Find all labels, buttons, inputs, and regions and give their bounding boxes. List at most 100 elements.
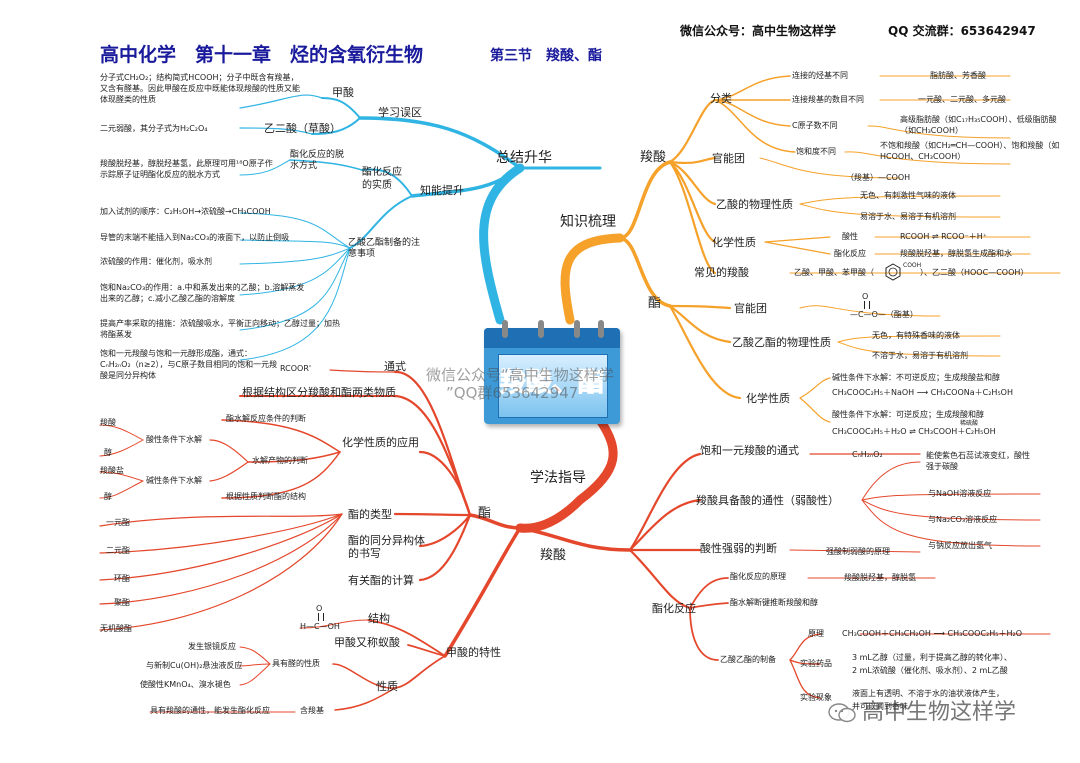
acidic-hydrolysis-label: 酸性条件下水解：可逆反应；生成羧酸和醇 (832, 410, 984, 419)
carboxyl-value: 具有羧酸的通性，能发生酯化反应 (150, 706, 270, 715)
acidity-value: RCOOH ⇌ RCOO⁻＋H⁺ (900, 232, 987, 241)
watermark-line-1: 微信公众号“高中生物这样学 (426, 366, 614, 384)
product-acid: 羧酸 (100, 418, 116, 427)
ability-label: 知能提升 (420, 184, 464, 197)
generality-2: 与NaOH溶液反应 (928, 489, 992, 498)
alkaline-hydrolysis-label: 碱性条件下水解：不可逆反应；生成羧酸盐和醇 (832, 373, 1000, 382)
ester-type-2: 二元酯 (106, 546, 130, 555)
common-acids-value-b: ）、乙二酸（HOOC—COOH） (920, 268, 1029, 277)
saturated-acid-formula-label: 饱和一元羧酸的通式 (700, 444, 799, 457)
alkaline-hydrolysis-eq: CH₃COOC₂H₅＋NaOH ⟶ CH₃COONa＋C₂H₅OH (832, 388, 1013, 397)
acetic-physical-1: 无色、有刺激性气味的液体 (860, 191, 956, 200)
saturated-acid-formula-value: CₙH₂ₙO₂ (852, 450, 883, 459)
prep-note-6: 饱和一元羧酸与饱和一元醇形成酯，通式：CₙH₂ₙO₂（n≥2），与C原子数目相同… (100, 349, 278, 380)
ethyl-acetate-physical-2: 不溶于水，易溶于有机溶剂 (872, 351, 968, 360)
formic-property-label: 性质 (376, 680, 398, 693)
ester-isomers-label: 酯的同分异构体的书写 (348, 534, 425, 560)
branch-methods-label: 学法指导 (530, 470, 586, 486)
benzoic-cooh-label: COOH (903, 262, 922, 269)
distinguish-label: 根据结构区分羧酸和酯两类物质 (242, 386, 396, 399)
hydrolysis-inference-label: 酯水解断键推断羧酸和醇 (730, 598, 818, 607)
page-title: 高中化学 第十一章 烃的含氧衍生物 (100, 44, 424, 66)
formic-acid-note: 分子式CH₂O₂；结构简式HCOOH；分子中既含有羧基，又含有醛基。因此甲酸在反… (100, 73, 300, 104)
prep-principle-label: 原理 (808, 629, 824, 638)
aldehyde-prop-2: 与新制Cu(OH)₂悬浊液反应 (146, 661, 243, 670)
acidic-hydrolysis-eq: CH₃COOC₂H₅＋H₂O ⇌ CH₃COOH＋C₂H₅OH (832, 427, 996, 436)
wechat-label: 微信公众号：高中生物这样学 (680, 24, 837, 38)
watermark-line-2: ”QQ群653642947 (446, 384, 579, 402)
acetic-physical-label: 乙酸的物理性质 (716, 198, 793, 211)
esterification-principle-value: 羧酸脱羟基，醇脱氢 (844, 573, 916, 582)
application-label: 化学性质的应用 (342, 436, 419, 449)
class-1-label: 连接的烃基不同 (792, 71, 848, 80)
class-4-label: 饱和度不同 (796, 147, 836, 156)
ester-type-1: 一元酯 (106, 518, 130, 527)
branch-knowledge-label: 知识梳理 (560, 214, 616, 230)
center-title: 羧酸、酯 (499, 368, 604, 399)
prep-note-5: 提高产率采取的措施：浓硫酸吸水，平衡正向移动；乙醇过量；加热将酯蒸发 (100, 319, 340, 339)
generality-1: 能使紫色石蕊试液变红，酸性强于碳酸 (926, 451, 1030, 471)
general-formula-label: 通式 (384, 360, 406, 373)
hydrolysis-condition-label: 酯水解反应条件的判断 (226, 414, 306, 423)
footer-watermark: 高中生物这样学 (862, 700, 1017, 725)
oxalic-acid-note: 二元弱酸，其分子式为H₂C₂O₄ (100, 124, 208, 133)
ester-type-4: 聚酯 (114, 598, 130, 607)
acidity-label: 酸性 (842, 232, 858, 241)
aldehyde-property-label: 具有醛的性质 (272, 659, 320, 668)
product-alcohol-2: 醇 (104, 492, 112, 501)
ethyl-acetate-physical-label: 乙酸乙酯的物理性质 (732, 336, 831, 349)
ester-calc-label: 有关酯的计算 (348, 574, 414, 587)
class-1-value: 脂肪酸、芳香酸 (930, 71, 986, 80)
qq-group-label: QQ 交流群：653642947 (888, 24, 1036, 38)
prep-phenomenon-value-a: 液面上有透明、不溶于水的油状液体产生， (852, 689, 1004, 698)
acid-esterification-label: 酯化反应 (834, 249, 866, 258)
ester-types-label: 酯的类型 (348, 508, 392, 521)
formic-alias-label: 甲酸又称蚁酸 (334, 636, 400, 649)
formic-structure-label: 结构 (368, 612, 390, 625)
hydrolysis-products-label: 水解产物的判断 (252, 456, 308, 465)
general-formula-value: RCOOR' (280, 364, 312, 373)
esterification-essence-label: 酯化反应的实质 (362, 167, 402, 191)
product-salt: 羧酸盐 (100, 466, 124, 475)
prep-note-3: 浓硫酸的作用：催化剂，吸水剂 (100, 257, 212, 266)
class-3-value: 高级脂肪酸（如C₁₇H₃₅COOH）、低级脂肪酸（如CH₃COOH） (900, 115, 1057, 135)
class-2-label: 连接羧基的数目不同 (792, 95, 864, 104)
acid-functional-group-value: （羧基）—COOH (846, 173, 911, 182)
formic-carbonyl-o: O (316, 604, 323, 613)
prep-note-4: 饱和Na₂CO₃的作用：a.中和蒸发出来的乙酸；b.溶解蒸发出来的乙醇；c.减小… (100, 283, 305, 303)
formic-properties-label: 甲酸的特性 (446, 646, 501, 659)
ester-carbonyl-o: O (862, 292, 869, 301)
aldehyde-prop-3: 使酸性KMnO₄、溴水褪色 (140, 680, 231, 689)
common-acids-value-a: 乙酸、甲酸、苯甲酸（ (794, 268, 874, 277)
acetic-physical-2: 易溶于水、易溶于有机溶剂 (860, 212, 956, 221)
class-3-label: C原子数不同 (792, 121, 838, 130)
center-calendar-icon: 羧酸、酯 (478, 318, 626, 430)
ester-type-3: 环酯 (114, 574, 130, 583)
acid-functional-group-label: 官能团 (712, 152, 745, 165)
acid-method-label: 羧酸 (540, 548, 567, 563)
wechat-logo-icon (828, 702, 856, 724)
ethyl-acetate-method-label: 乙酸乙酯的制备 (720, 655, 776, 664)
common-acids-label: 常见的羧酸 (694, 266, 749, 279)
dehydration-mode-label: 酯化反应的脱水方式 (290, 150, 345, 171)
prep-reagents-label: 实验药品 (800, 659, 832, 668)
acidic-hydrolysis-products-label: 酸性条件下水解 (146, 435, 202, 444)
dehydration-mode-note: 羧酸脱羟基，醇脱羟基氢，此原理可用¹⁸O原子作示踪原子证明酯化反应的脱水方式 (100, 159, 273, 179)
oxalic-acid-label: 乙二酸（草酸） (264, 122, 341, 135)
formic-acid-label: 甲酸 (332, 86, 354, 99)
acid-strength-label: 酸性强弱的判断 (700, 542, 777, 555)
ethyl-acetate-physical-1: 无色，有特殊香味的液体 (872, 331, 960, 340)
formic-structure-value: H—C—OH (300, 622, 340, 631)
alkaline-hydrolysis-products-label: 碱性条件下水解 (146, 476, 202, 485)
prep-phenomenon-value-b: 并可以闻到香味 (852, 702, 908, 711)
ester-functional-group-value: —C—O—（酯基） (850, 310, 918, 319)
prep-reagents-value-a: 3 mL乙醇（过量，利于提高乙醇的转化率）、 (852, 653, 1012, 662)
section-title: 第三节 羧酸、酯 (490, 48, 602, 64)
prep-reagents-value-b: 2 mL浓硫酸（催化剂、吸水剂）、2 mL乙酸 (852, 666, 1008, 675)
acid-strength-value: 强酸制弱酸的原理 (826, 547, 890, 556)
ester-double-bond-icon (864, 301, 870, 309)
product-alcohol-1: 醇 (104, 448, 112, 457)
branch-summary-label: 总结升华 (496, 150, 552, 166)
prep-note-1: 加入试剂的顺序：C₂H₅OH→浓硫酸→CH₃COOH (100, 207, 271, 216)
